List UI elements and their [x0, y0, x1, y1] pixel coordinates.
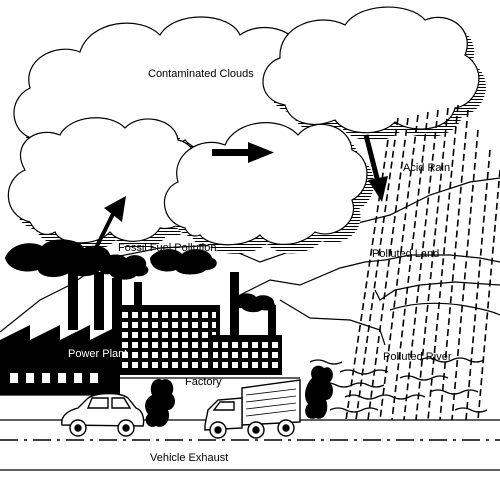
acid-rain [345, 104, 500, 421]
car [61, 392, 145, 437]
truck [204, 379, 301, 439]
power-plant [0, 268, 122, 395]
vehicle-exhaust-puffs [145, 365, 333, 427]
acid-rain-arrow [363, 134, 388, 202]
label-contaminated-clouds: Contaminated Clouds [148, 68, 254, 80]
label-acid-rain: Acid Rain [403, 162, 450, 174]
cloud-drift-arrow [212, 142, 274, 163]
smoke-plumes [5, 239, 276, 313]
label-vehicle-exhaust: Vehicle Exhaust [150, 452, 228, 464]
cloud-right [262, 6, 486, 141]
label-factory: Factory [185, 376, 222, 388]
factory [118, 272, 282, 375]
label-polluted-land: Polluted Land [372, 248, 439, 260]
label-fossil-fuel-pollution: Fossil Fuel Pollution [118, 242, 216, 254]
label-power-plant: Power Plant [68, 348, 127, 360]
cloud-left [7, 117, 205, 251]
label-polluted-river: Polluted River [383, 351, 452, 363]
